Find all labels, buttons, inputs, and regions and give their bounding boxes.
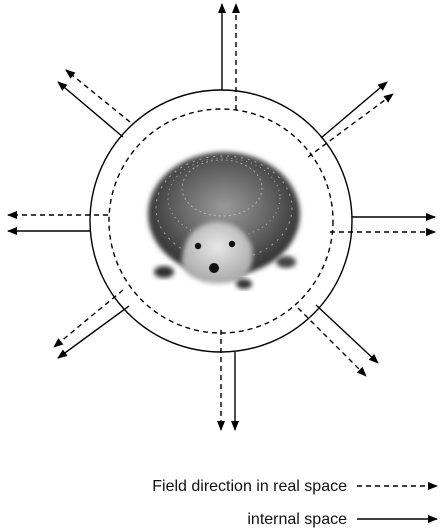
hedgehog-icon xyxy=(148,152,300,289)
arrow-upper-right-dashed xyxy=(308,94,393,157)
arrow-lower-right-solid xyxy=(316,305,378,363)
legend-internal-space-label: internal space xyxy=(247,511,347,528)
legend: Field direction in real space internal s… xyxy=(152,478,437,528)
arrow-upper-left-solid xyxy=(58,82,123,137)
legend-real-space-label: Field direction in real space xyxy=(152,478,347,495)
arrow-upper-right-solid xyxy=(321,82,387,138)
